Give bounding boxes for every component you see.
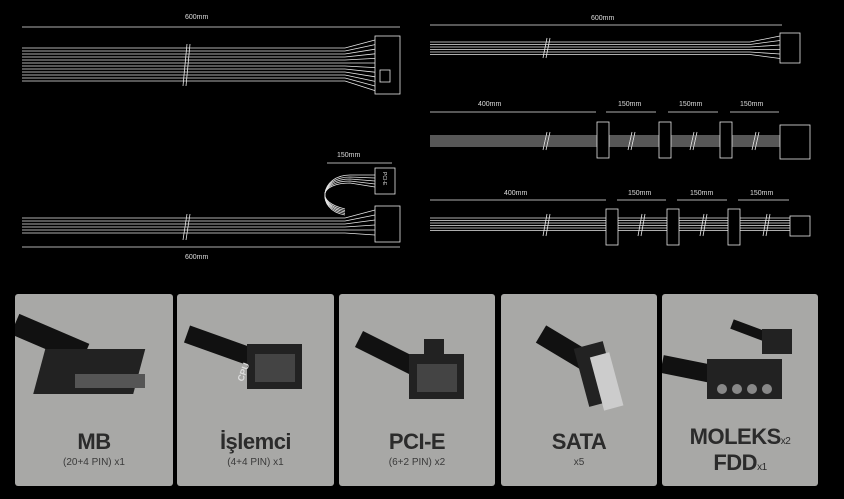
molex-connector-image	[662, 319, 792, 399]
cpu-length-label: 600mm	[591, 15, 615, 22]
cpu-wire	[749, 44, 781, 48]
break-mark	[542, 37, 548, 59]
card-title: PCI-E	[388, 429, 446, 454]
break-mark	[185, 43, 191, 87]
fdd-connector	[789, 215, 811, 237]
molex-seg1-label: 150mm	[628, 190, 652, 197]
break-mark	[702, 213, 708, 237]
break-mark	[182, 213, 188, 241]
break-mark	[765, 213, 771, 237]
molex-title: MOLEKS	[689, 424, 782, 449]
pcie-branch-wire	[324, 176, 376, 214]
mb-wire	[344, 44, 376, 52]
mb-wire	[344, 71, 376, 78]
sata-connector	[596, 121, 610, 159]
break-mark	[637, 213, 643, 237]
break-mark	[182, 43, 188, 87]
molex-connector	[727, 208, 741, 246]
mb-connector-image	[15, 313, 146, 394]
mb-wire	[344, 80, 376, 91]
mb-latch	[379, 69, 391, 83]
mb-wire	[344, 39, 376, 49]
cpu-wire	[749, 40, 781, 45]
pcie-wire	[344, 224, 376, 228]
sata-connector-image	[535, 325, 624, 411]
pcie-connector-label: PCI-E	[381, 172, 387, 186]
card-cpu: CPU İşlemci (4+4 PIN) x1	[177, 294, 334, 486]
card-title: İşlemci	[219, 429, 292, 454]
mb-connector	[374, 35, 401, 95]
mb-wire	[344, 53, 376, 58]
cpu-connector	[779, 32, 801, 64]
sata-connector	[658, 121, 672, 159]
sata-seg2-label: 150mm	[679, 101, 703, 108]
break-mark	[630, 131, 636, 151]
card-title: MOLEKSx2	[662, 424, 818, 450]
pcie-branch-connector	[374, 167, 396, 195]
cable-diagram: 600mm 150mm 600mm 600mm 400mm 150mm 150m…	[22, 14, 811, 261]
molex-seg2-label: 150mm	[690, 190, 714, 197]
mb-wire	[344, 65, 376, 68]
mb-wire	[344, 48, 376, 55]
sata-seg1-label: 150mm	[618, 101, 642, 108]
sata-connector	[605, 208, 619, 246]
break-mark	[751, 131, 757, 151]
break-mark	[640, 213, 646, 237]
cpu-wire	[749, 35, 781, 43]
sata-first-label: 400mm	[478, 101, 502, 108]
pcie-branch-wire	[324, 182, 376, 210]
mb-wire	[344, 58, 376, 61]
mb-wire	[344, 68, 376, 73]
break-mark	[545, 213, 551, 237]
pcie-branch-label: 150mm	[337, 152, 361, 159]
cpu-connector-image: CPU	[183, 325, 302, 389]
card-mb: MB (20+4 PIN) x1	[15, 294, 173, 486]
cpu-wire	[749, 54, 781, 59]
card-subtitle: (6+2 PIN) x2	[388, 457, 446, 468]
sata-seg3-label: 150mm	[740, 101, 764, 108]
card-title: SATA	[551, 429, 607, 454]
pcie-wire	[344, 219, 376, 225]
pcie-wire	[344, 209, 376, 219]
pcie-connector	[374, 205, 401, 243]
break-mark	[542, 131, 548, 151]
card-title-2: FDDx1	[662, 450, 818, 476]
card-molex: MOLEKSx2 FDDx1	[662, 294, 818, 486]
mb-wire	[344, 77, 376, 87]
fdd-count: x1	[757, 462, 767, 473]
sata-end-connector	[779, 124, 811, 160]
break-mark	[185, 213, 191, 241]
break-mark	[754, 131, 760, 151]
break-mark	[762, 213, 768, 237]
break-mark	[689, 131, 695, 151]
break-mark	[699, 213, 705, 237]
mb-length-label: 600mm	[185, 14, 209, 21]
break-mark	[542, 213, 548, 237]
break-mark	[545, 131, 551, 151]
pcie-connector-image	[354, 330, 464, 399]
card-subtitle: x5	[573, 457, 585, 468]
cpu-wire	[749, 51, 781, 55]
card-subtitle: (20+4 PIN) x1	[63, 457, 125, 468]
molex-seg3-label: 150mm	[750, 190, 774, 197]
fdd-title: FDD	[713, 450, 758, 475]
card-subtitle: (4+4 PIN) x1	[227, 457, 284, 468]
card-title: MB	[77, 429, 111, 454]
pcie-wire	[344, 214, 376, 222]
pcie-branch-wire	[324, 178, 376, 213]
sata-connector	[666, 208, 680, 246]
break-mark	[627, 131, 633, 151]
card-pcie: PCI-E (6+2 PIN) x2	[339, 294, 495, 486]
card-sata: SATA x5	[501, 294, 657, 486]
sata-connector	[719, 121, 733, 159]
molex-first-label: 400mm	[504, 190, 528, 197]
break-mark	[692, 131, 698, 151]
mb-wire	[344, 74, 376, 82]
break-mark	[545, 37, 551, 59]
pcie-wire	[344, 232, 376, 236]
pcie-length-label: 600mm	[185, 254, 209, 261]
molex-count: x2	[780, 436, 791, 447]
